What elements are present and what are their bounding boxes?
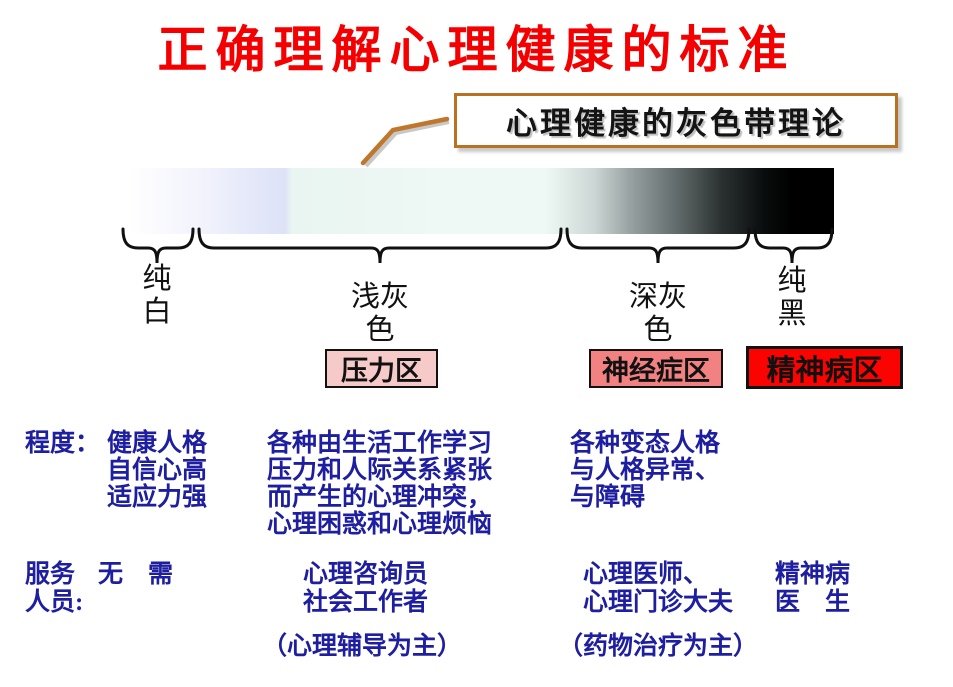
brace-dark-gray bbox=[565, 227, 751, 264]
band-label-pure-white: 纯 白 bbox=[117, 263, 197, 329]
degree-line: 心理困惑和心理烦恼 bbox=[267, 511, 493, 538]
staff-line: 心理咨询员 bbox=[303, 561, 429, 588]
band-label-line: 深灰 bbox=[628, 281, 687, 313]
staff-col-none: 无 需 bbox=[98, 561, 173, 589]
gray-band-gradient-bar bbox=[130, 168, 834, 234]
page-title: 正确理解心理健康的标准 bbox=[157, 22, 796, 78]
zone-box-stress: 压力区 bbox=[325, 349, 438, 388]
brace-pure-black bbox=[753, 227, 834, 264]
degree-line: 压力和人际关系紧张 bbox=[267, 457, 493, 484]
staff-col-psychiatrist: 心理医师、 心理门诊大夫 bbox=[583, 561, 733, 617]
degree-col-abnormal: 各种变态人格 与人格异常、 与障碍 bbox=[570, 430, 720, 511]
degree-line: 各种由生活工作学习 bbox=[267, 430, 493, 457]
note-text: （心理辅导为主） bbox=[262, 633, 463, 660]
staff-label-line: 服务 bbox=[25, 561, 76, 588]
band-label-line: 浅灰 bbox=[350, 281, 409, 313]
callout-text: 心理健康的灰色带理论 bbox=[506, 106, 846, 141]
degree-line: 各种变态人格 bbox=[570, 430, 721, 457]
brace-light-gray bbox=[197, 227, 563, 264]
degree-line: 与障碍 bbox=[570, 484, 646, 511]
band-label-line: 纯 bbox=[777, 265, 807, 297]
degree-col-healthy: 健康人格 自信心高 适应力强 bbox=[107, 430, 207, 511]
note-medication: （药物治疗为主） bbox=[558, 633, 758, 661]
staff-line: 无 需 bbox=[98, 561, 174, 588]
band-label-line: 黑 bbox=[777, 298, 807, 330]
degree-line: 而产生的心理冲突， bbox=[267, 484, 493, 511]
zone-label: 神经症区 bbox=[602, 356, 710, 386]
staff-col-mental-doctor: 精神病 医 生 bbox=[775, 561, 850, 617]
zone-label: 精神病区 bbox=[766, 354, 883, 387]
zone-label: 压力区 bbox=[341, 356, 422, 386]
staff-line: 心理门诊大夫 bbox=[583, 589, 734, 616]
band-label-line: 色 bbox=[365, 314, 395, 346]
zone-box-psychosis: 精神病区 bbox=[746, 346, 903, 389]
staff-line: 医 生 bbox=[775, 589, 851, 616]
note-counseling: （心理辅导为主） bbox=[262, 633, 462, 661]
zone-box-neurosis: 神经症区 bbox=[589, 349, 723, 388]
staff-line: 社会工作者 bbox=[303, 589, 429, 616]
callout-box: 心理健康的灰色带理论 bbox=[454, 93, 898, 148]
staff-col-counselor: 心理咨询员 社会工作者 bbox=[303, 561, 428, 617]
degree-row-label: 程度： bbox=[25, 430, 100, 457]
degree-row-label-text: 程度： bbox=[25, 430, 101, 457]
degree-line: 自信心高 bbox=[107, 457, 208, 484]
degree-line: 与人格异常、 bbox=[570, 457, 721, 484]
callout-connector-line bbox=[360, 116, 450, 166]
band-label-dark-gray: 深灰 色 bbox=[598, 281, 718, 347]
band-label-line: 色 bbox=[643, 314, 673, 346]
staff-line: 心理医师、 bbox=[583, 561, 709, 588]
band-label-pure-black: 纯 黑 bbox=[752, 265, 832, 331]
band-label-line: 纯 bbox=[142, 263, 172, 295]
callout-connector-shadow bbox=[364, 120, 450, 168]
staff-line: 精神病 bbox=[775, 561, 851, 588]
note-text: （药物治疗为主） bbox=[558, 633, 759, 660]
degree-col-stress: 各种由生活工作学习 压力和人际关系紧张 而产生的心理冲突， 心理困惑和心理烦恼 bbox=[267, 430, 492, 538]
staff-row-label: 服务 人员: bbox=[25, 561, 83, 617]
staff-label-line: 人员: bbox=[25, 589, 84, 616]
band-label-line: 白 bbox=[142, 296, 172, 328]
band-label-light-gray: 浅灰 色 bbox=[320, 281, 440, 347]
degree-line: 适应力强 bbox=[107, 484, 208, 511]
degree-line: 健康人格 bbox=[107, 430, 208, 457]
brace-pure-white bbox=[121, 227, 195, 264]
